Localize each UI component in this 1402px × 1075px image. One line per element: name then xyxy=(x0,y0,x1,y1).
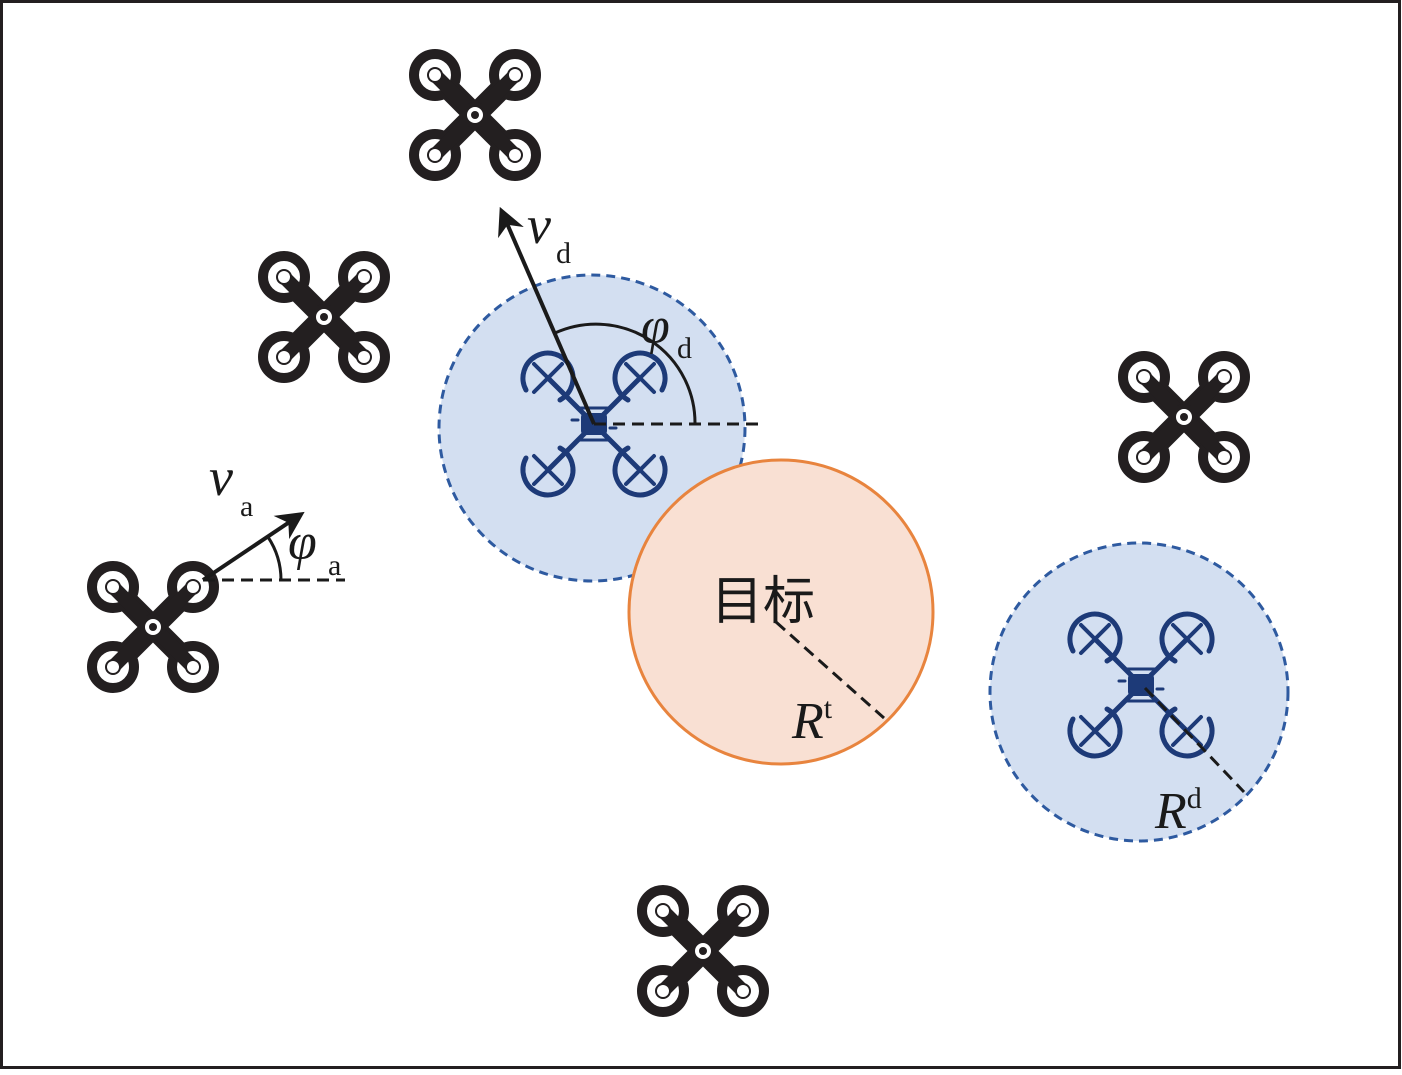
target-label: 目标 xyxy=(711,574,815,631)
defender-radius-line xyxy=(1143,686,1246,794)
defender-radius-label: Rd xyxy=(1154,782,1202,840)
attacker-angle-arc xyxy=(266,536,283,581)
defender-angle-arc xyxy=(554,322,697,425)
attacker-velocity-arrow xyxy=(201,511,305,582)
target-radius-label: Rt xyxy=(791,692,833,750)
defender-velocity-arrow xyxy=(498,206,596,425)
target-radius-line xyxy=(775,620,885,720)
target-zone xyxy=(627,458,935,766)
